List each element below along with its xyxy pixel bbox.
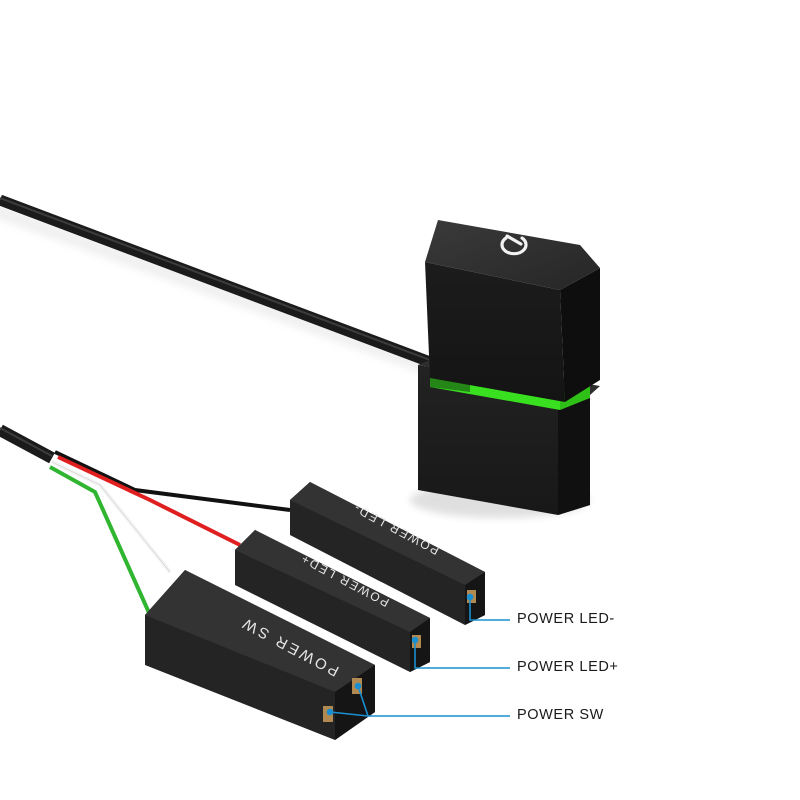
wires	[49, 450, 291, 616]
key-cap	[425, 262, 565, 402]
callout-power-led-minus: POWER LED-	[517, 611, 615, 627]
callout-power-sw: POWER SW	[517, 707, 604, 723]
lower-cable	[0, 424, 55, 464]
callout-lines	[326, 593, 510, 717]
power-icon	[500, 234, 528, 256]
power-button[interactable]	[418, 220, 600, 515]
upper-cable	[0, 194, 447, 379]
callout-power-led-plus: POWER LED+	[517, 659, 619, 675]
